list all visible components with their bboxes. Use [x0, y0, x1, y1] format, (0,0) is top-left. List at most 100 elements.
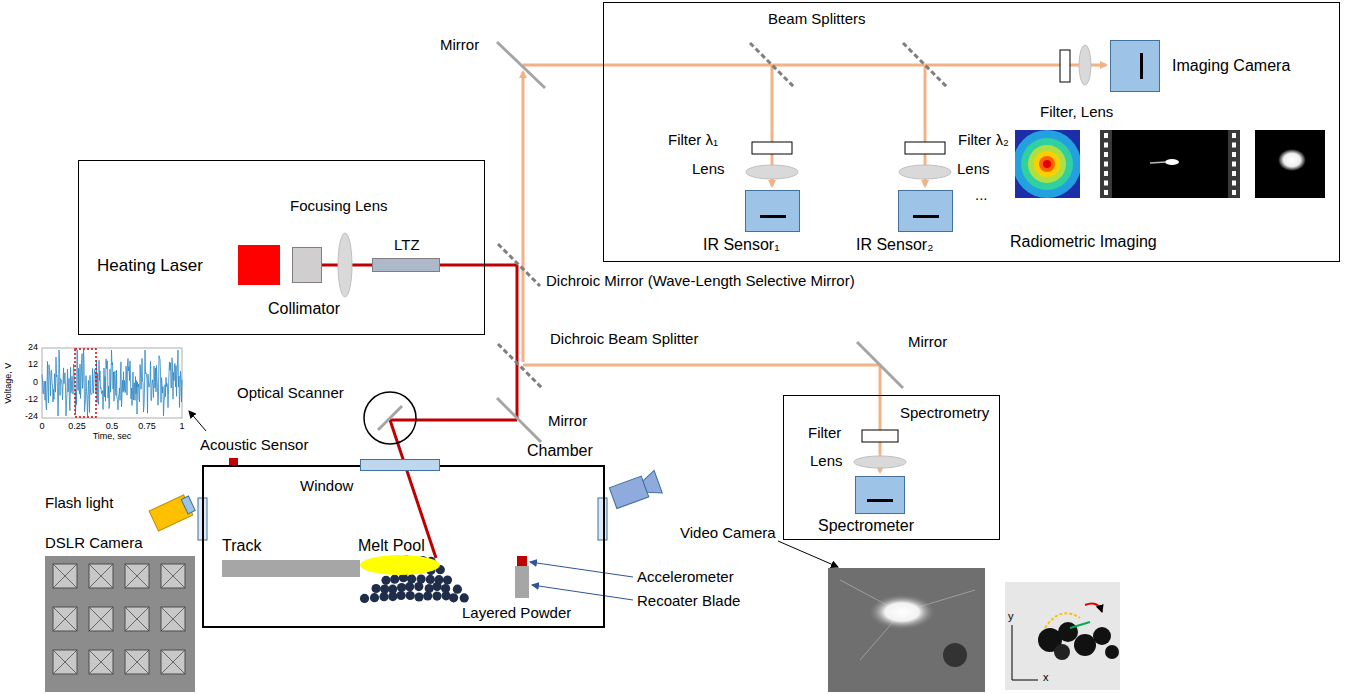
film-strip-part [1228, 130, 1240, 198]
dslr-image-part [89, 564, 113, 588]
mirrors-part [497, 398, 541, 442]
node-label: Collimator [268, 300, 340, 318]
part-label: Recoater Blade [637, 592, 740, 609]
inset-image-part [1093, 627, 1111, 645]
chamber-parts-part-part [397, 591, 406, 600]
inset-image [1005, 582, 1120, 690]
film-strip-part [1104, 152, 1108, 157]
video-camera-icon [609, 470, 662, 509]
chamber-parts-part-part [449, 593, 458, 602]
part-label: DSLR Camera [45, 534, 143, 551]
part-label: Lens [957, 160, 990, 177]
acoustic-plot-part [42, 350, 182, 416]
inset-image-part [1005, 582, 1120, 690]
leader-arrows-part [532, 585, 633, 600]
heatmap-image-part [1021, 138, 1073, 190]
part-label: Flash light [45, 494, 113, 511]
sensor-element [1140, 53, 1143, 79]
film-strip-part [1232, 162, 1236, 167]
sensor-element [760, 215, 786, 218]
node-label: IR Sensor₁ [703, 236, 780, 254]
node-label: Imaging Camera [1172, 57, 1290, 75]
film-strip-part [1232, 133, 1236, 138]
part-label: Dichroic Beam Splitter [550, 330, 698, 347]
film-strip-part [1165, 159, 1179, 165]
lenses-filters-part [338, 233, 352, 297]
film-strip-part [1100, 130, 1240, 198]
laser-beam [322, 265, 517, 558]
chamber-parts-part [515, 566, 529, 598]
melt-pool-image-part [1278, 149, 1306, 171]
inset-image-part [1074, 634, 1096, 656]
node-label: Chamber [527, 442, 593, 460]
axis-label: 0.5 [106, 421, 119, 431]
chamber-parts-part-part [441, 584, 450, 593]
axis-label: 24 [28, 342, 38, 352]
acoustic-plot-part [42, 348, 182, 418]
collimator: Collimator [292, 247, 322, 283]
video-image-part [868, 594, 936, 630]
mirrors-part [903, 43, 948, 88]
node-label: Window [300, 477, 353, 494]
chamber-parts-part-part [414, 592, 423, 601]
mirrors-part [857, 342, 903, 388]
chamber-parts-part-part [370, 593, 379, 602]
chamber-parts-part-part [425, 584, 434, 593]
dslr-image-part [125, 607, 149, 631]
chamber-parts-part-part [426, 575, 435, 584]
mirrors-part [750, 43, 795, 88]
part-label: x [1043, 671, 1049, 684]
film-strip-part [1104, 162, 1108, 167]
chamber-parts-part-part [372, 584, 381, 593]
chamber-parts-part-part [380, 584, 389, 593]
dslr-image-part [53, 650, 77, 674]
melt-pool-image [1255, 130, 1325, 198]
spectrometer: Spectrometer [855, 476, 905, 514]
heatmap-image-part [1043, 160, 1051, 168]
chamber-parts-part-part [397, 583, 406, 592]
part-label: Acoustic Sensor [200, 436, 308, 453]
film-strip-part [1104, 181, 1108, 186]
part-label: Optical Scanner [237, 384, 344, 401]
track: Track [222, 560, 360, 577]
acoustic-plot-part [75, 349, 96, 417]
video-image-part [828, 568, 985, 692]
chamber-parts-part-part [460, 593, 469, 602]
dslr-image-part [161, 650, 185, 674]
axis-label: Voltage, V [4, 362, 14, 403]
dslr-image-part [125, 650, 149, 674]
film-strip-part [1104, 143, 1108, 148]
heating-laser: Heating Laser [238, 245, 280, 285]
node-label: Heating Laser [97, 256, 203, 276]
part-label: Mirror [908, 333, 947, 350]
axis-label: 0 [33, 377, 38, 387]
lenses-filters [338, 45, 1091, 468]
orange-beams [523, 65, 1106, 472]
laser-beam-part [390, 419, 517, 422]
part-label: Filter [808, 424, 841, 441]
inset-image-part [1012, 680, 1038, 681]
chamber-parts-part-part [360, 594, 369, 603]
leader-arrows [189, 411, 838, 600]
part-label: Video Camera [680, 524, 776, 541]
build-chamber: ChamberWindowTrackMelt Pool [202, 465, 605, 628]
lenses-filters-part [854, 456, 906, 468]
flash-light-part [181, 496, 195, 514]
chamber-parts-part-part [434, 575, 443, 584]
inset-image-part [1070, 622, 1090, 628]
leader-arrows-part [778, 541, 838, 567]
leader-arrows-part [189, 411, 206, 431]
sensor-element [867, 499, 893, 502]
part-label: Filter, Lens [1040, 103, 1113, 120]
video-camera-icon-part [641, 470, 662, 497]
part-label: Accelerometer [637, 568, 734, 585]
chamber-window: Window [360, 459, 440, 471]
dslr-image-part [161, 607, 185, 631]
part-label: Filter λ₂ [958, 131, 1009, 148]
inset-image-part [1058, 622, 1078, 642]
heatmap-image-part [1034, 151, 1060, 177]
chamber-parts-part-part [432, 592, 441, 601]
film-strip-part [1232, 181, 1236, 186]
chamber-parts-part [517, 556, 527, 566]
